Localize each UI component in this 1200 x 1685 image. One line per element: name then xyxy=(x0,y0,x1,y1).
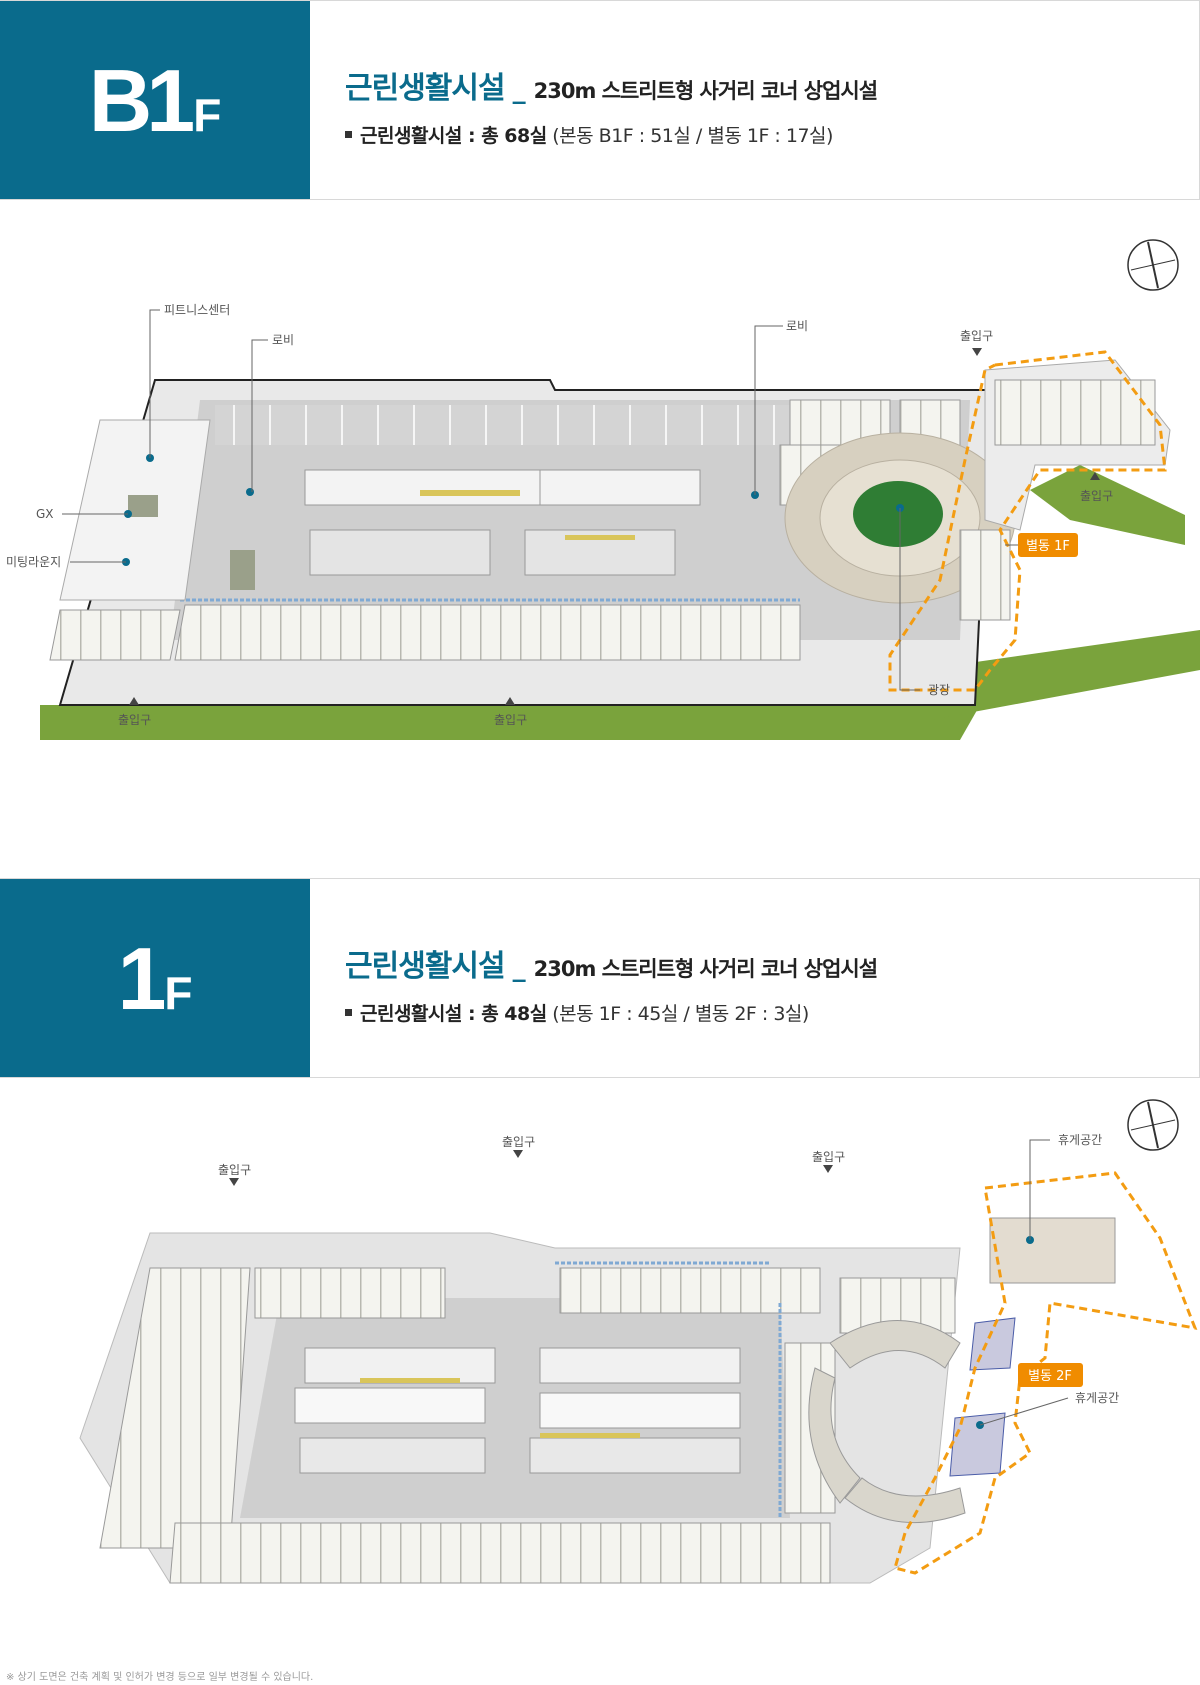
parking-island xyxy=(294,1387,486,1424)
1f-header: 1F 근린생활시설_ 230m 스트리트형 사거리 코너 상업시설 근린생활시설 … xyxy=(0,878,1200,1078)
arrow-down-icon xyxy=(823,1165,833,1173)
grass-area xyxy=(40,705,980,740)
label-entrance-mid: 출입구 xyxy=(502,1135,535,1149)
circular-bridge xyxy=(829,1320,961,1369)
circular-bridge xyxy=(844,1477,966,1524)
label-plaza: 광장 xyxy=(928,683,950,697)
b1f-title-separator: _ xyxy=(512,75,526,105)
arrow-down-icon xyxy=(972,348,982,356)
annex-outline xyxy=(893,1171,1198,1575)
b1f-desc-lead: 근린생활시설 : 총 68실 xyxy=(360,125,547,147)
b1f-desc-detail: (본동 B1F : 51실 / 별동 1F : 17실) xyxy=(546,125,833,147)
shop-row xyxy=(49,609,181,661)
parking-island xyxy=(539,1347,741,1384)
label-entrance-right: 출입구 xyxy=(1080,489,1113,503)
1f-title-sub: 230m 스트리트형 사거리 코너 상업시설 xyxy=(533,957,878,981)
annex-building xyxy=(989,1217,1116,1284)
arrow-up-icon xyxy=(129,697,139,705)
label-rest-top: 휴게공간 xyxy=(1058,1133,1102,1147)
1f-title-separator: _ xyxy=(512,953,526,983)
parking-island xyxy=(299,1437,486,1474)
annex-outline xyxy=(888,350,1167,692)
b1f-title-sub: 230m 스트리트형 사거리 코너 상업시설 xyxy=(533,79,878,103)
annex-badge xyxy=(1018,533,1078,557)
b1f-title: 근린생활시설_ 230m 스트리트형 사거리 코너 상업시설 xyxy=(345,63,878,107)
label-fitness: 피트니스센터 xyxy=(164,303,230,317)
annex-tower xyxy=(969,1317,1016,1371)
ramp xyxy=(420,490,520,496)
parking-island xyxy=(309,529,491,576)
1f-floor-label: 1F xyxy=(117,929,193,1028)
parking-island xyxy=(304,469,546,506)
shop-row xyxy=(994,379,1156,446)
shop-row xyxy=(254,1267,446,1319)
label-entrance-bottom-left: 출입구 xyxy=(118,713,151,727)
parking-island xyxy=(539,1392,741,1429)
shop-row xyxy=(559,1267,821,1314)
stair-core xyxy=(128,495,158,517)
arrow-up-icon xyxy=(505,697,515,705)
parking-island xyxy=(304,1347,496,1384)
parking-stalls xyxy=(215,405,800,445)
label-entrance-bottom-mid: 출입구 xyxy=(494,713,527,727)
label-entrance-top: 출입구 xyxy=(960,329,993,343)
b1f-floor-plan: 피트니스센터 로비 로비 출입구 출입구 GX 미팅라운지 광장 출입구 출입구… xyxy=(0,200,1200,880)
1f-desc-detail: (본동 1F : 45실 / 별동 2F : 3실) xyxy=(546,1003,809,1025)
b1f-title-main: 근린생활시설 xyxy=(345,71,506,106)
shop-row xyxy=(174,604,801,661)
label-gx: GX xyxy=(36,507,54,521)
1f-description: 근린생활시설 : 총 48실 (본동 1F : 45실 / 별동 2F : 3실… xyxy=(345,999,809,1026)
label-rest-bottom: 휴게공간 xyxy=(1075,1391,1119,1405)
plaza-green xyxy=(853,481,943,547)
location-dot xyxy=(246,488,254,496)
1f-floor-plan: 출입구 출입구 출입구 휴게공간 휴게공간 별동 2F xyxy=(0,1078,1200,1663)
bullet-icon xyxy=(345,1009,352,1016)
ramp xyxy=(540,1433,640,1438)
arrow-down-icon xyxy=(229,1178,239,1186)
label-lobby-right: 로비 xyxy=(786,319,808,333)
bullet-icon xyxy=(345,131,352,138)
arrow-up-icon xyxy=(1090,472,1100,480)
label-meeting: 미팅라운지 xyxy=(6,555,61,569)
stair-core xyxy=(230,550,255,590)
annex-badge-label: 별동 1F xyxy=(1026,539,1070,554)
shop-row xyxy=(169,1522,831,1584)
ramp xyxy=(360,1378,460,1383)
1f-desc-lead: 근린생활시설 : 총 48실 xyxy=(360,1003,547,1025)
compass-icon xyxy=(1127,239,1179,291)
b1f-header: B1F 근린생활시설_ 230m 스트리트형 사거리 코너 상업시설 근린생활시설… xyxy=(0,0,1200,200)
label-entrance-right: 출입구 xyxy=(812,1150,845,1164)
parking-island xyxy=(539,469,701,506)
circular-bridge xyxy=(808,1367,861,1504)
arrow-down-icon xyxy=(513,1150,523,1158)
grass-area xyxy=(920,630,1200,720)
grass-area xyxy=(1030,465,1185,545)
footnote: ※ 상기 도면은 건축 계획 및 인허가 변경 등으로 일부 변경될 수 있습니… xyxy=(6,1672,314,1683)
parking-island xyxy=(529,1437,741,1474)
label-lobby-left: 로비 xyxy=(272,333,294,347)
compass-icon xyxy=(1127,1099,1179,1151)
1f-title: 근린생활시설_ 230m 스트리트형 사거리 코너 상업시설 xyxy=(345,941,878,985)
annex-badge xyxy=(1018,1363,1083,1387)
parking-area xyxy=(170,400,970,640)
annex-badge-label: 별동 2F xyxy=(1028,1369,1072,1384)
b1f-description: 근린생활시설 : 총 68실 (본동 B1F : 51실 / 별동 1F : 1… xyxy=(345,121,833,148)
b1f-floor-label: B1F xyxy=(88,51,222,150)
ramp xyxy=(565,535,635,540)
shop-row xyxy=(959,529,1011,621)
label-entrance-left: 출입구 xyxy=(218,1163,251,1177)
b1f-floor-badge: B1F xyxy=(0,1,310,199)
1f-title-main: 근린생활시설 xyxy=(345,949,506,984)
1f-floor-badge: 1F xyxy=(0,879,310,1077)
